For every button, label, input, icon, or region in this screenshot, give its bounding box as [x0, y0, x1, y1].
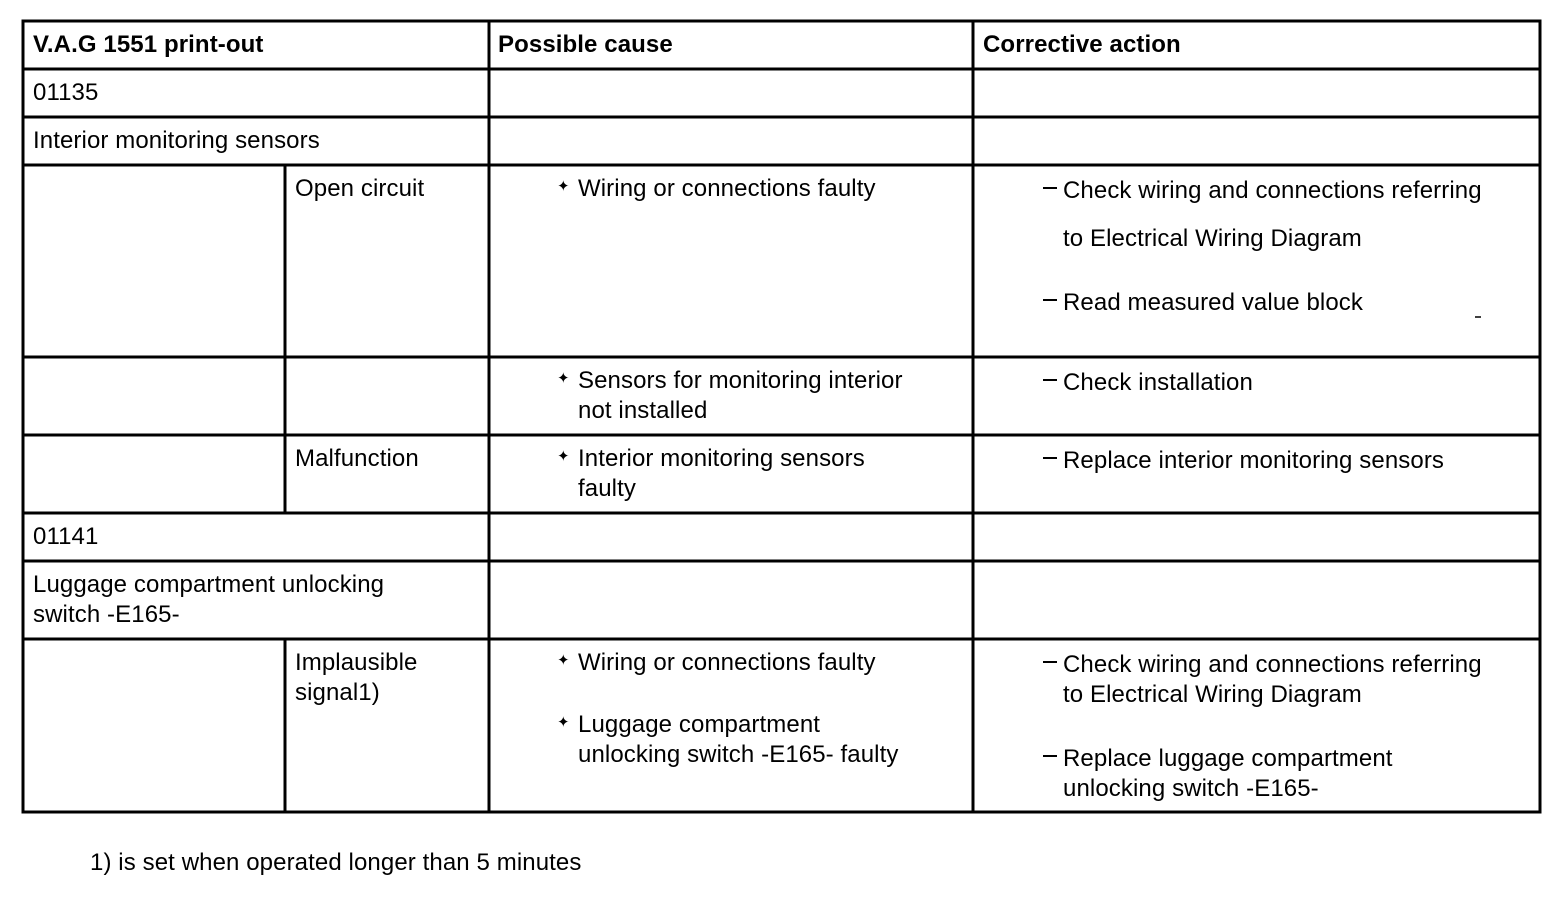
header-corrective-action: Corrective action — [983, 31, 1181, 58]
cause-wiring-faulty: Wiring or connections faulty — [578, 175, 876, 202]
bullet-icon: ✦ — [557, 652, 570, 669]
dash-icon — [1043, 661, 1057, 663]
cause-sensors-not-installed-line2: not installed — [578, 397, 708, 424]
action-read-measured-value: Read measured value block — [1063, 289, 1364, 316]
action-check-wiring-2-line2: to Electrical Wiring Diagram — [1063, 681, 1362, 708]
bullet-icon: ✦ — [557, 714, 570, 731]
symptom-implausible-line2: signal1) — [295, 679, 380, 706]
cause-sensors-faulty-line1: Interior monitoring sensors — [578, 445, 865, 472]
action-check-installation: Check installation — [1063, 369, 1253, 396]
dash-icon — [1043, 379, 1057, 381]
fault-code-01141: 01141 — [33, 523, 99, 550]
component-interior-monitoring: Interior monitoring sensors — [33, 127, 320, 154]
action-replace-luggage-switch-line2: unlocking switch -E165- — [1063, 775, 1319, 802]
action-replace-luggage-switch-line1: Replace luggage compartment — [1063, 745, 1393, 772]
dash-icon — [1043, 457, 1057, 459]
action-replace-sensors: Replace interior monitoring sensors — [1063, 447, 1445, 474]
component-luggage-switch-line2: switch -E165- — [33, 601, 180, 628]
action-check-wiring-line2: to Electrical Wiring Diagram — [1063, 225, 1362, 252]
dash-icon — [1043, 755, 1057, 757]
bullet-icon: ✦ — [557, 370, 570, 387]
cause-wiring-faulty-2: Wiring or connections faulty — [578, 649, 876, 676]
cause-sensors-faulty-line2: faulty — [578, 475, 636, 502]
action-check-wiring-2-line1: Check wiring and connections referring — [1063, 651, 1482, 678]
footnote: 1) is set when operated longer than 5 mi… — [90, 849, 582, 876]
bullet-icon: ✦ — [557, 448, 570, 465]
dash-icon — [1043, 187, 1057, 189]
component-luggage-switch-line1: Luggage compartment unlocking — [33, 571, 385, 598]
dash-icon — [1043, 299, 1057, 301]
symptom-open-circuit: Open circuit — [295, 175, 425, 202]
cause-luggage-switch-faulty-line1: Luggage compartment — [578, 711, 821, 738]
bullet-icon: ✦ — [557, 178, 570, 195]
symptom-implausible-line1: Implausible — [295, 649, 418, 676]
cause-sensors-not-installed-line1: Sensors for monitoring interior — [578, 367, 903, 394]
fault-code-01135: 01135 — [33, 79, 99, 106]
cause-luggage-switch-faulty-line2: unlocking switch -E165- faulty — [578, 741, 899, 768]
symptom-malfunction: Malfunction — [295, 445, 419, 472]
action-check-wiring-line1: Check wiring and connections referring — [1063, 177, 1482, 204]
header-printout: V.A.G 1551 print-out — [33, 31, 264, 58]
header-possible-cause: Possible cause — [498, 31, 673, 58]
